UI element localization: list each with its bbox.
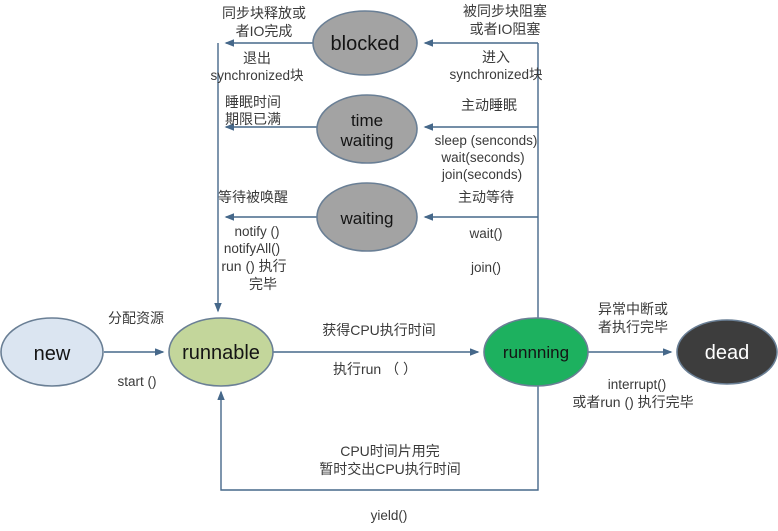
- state-dead-shape: [676, 319, 778, 385]
- state-running: runnning: [483, 317, 589, 387]
- label-sync-release-line2: 者IO完成: [236, 23, 293, 39]
- label-join-call: join(): [470, 260, 501, 275]
- label-active-sleep: 主动睡眠: [461, 97, 517, 113]
- state-blocked-shape: [312, 10, 418, 76]
- state-waiting: waiting: [316, 182, 418, 252]
- label-active-wait: 主动等待: [458, 189, 514, 205]
- state-runnable: runnable: [168, 317, 274, 387]
- state-waiting-label: waiting: [340, 209, 394, 228]
- label-enter-sync-line1: 进入: [482, 49, 510, 65]
- label-wait-seconds-call: wait(seconds): [440, 150, 524, 165]
- label-sleep-expired-line2: 期限已满: [225, 111, 281, 127]
- state-new: new: [0, 317, 104, 387]
- label-sync-release-line1: 同步块释放或: [222, 5, 306, 21]
- label-sleep-call: sleep (senconds): [435, 133, 538, 148]
- label-blocked-by-line2: 或者IO阻塞: [470, 21, 541, 37]
- label-blocked-by-line1: 被同步块阻塞: [463, 3, 547, 19]
- state-time-waiting-label-line1: time: [351, 111, 383, 130]
- state-runnable-shape: [168, 317, 274, 387]
- arrow-yield-loop: [217, 386, 539, 491]
- label-join-seconds-call: join(seconds): [441, 167, 522, 182]
- label-cpu-slice-line2: 暂时交出CPU执行时间: [319, 461, 461, 477]
- state-time-waiting-shape: [316, 94, 418, 164]
- label-cpu-slice-line1: CPU时间片用完: [340, 443, 440, 459]
- state-waiting-shape: [316, 182, 418, 252]
- label-run-done-line2: 完毕: [249, 276, 277, 292]
- label-allocate: 分配资源: [108, 310, 164, 326]
- state-running-label: runnning: [503, 343, 569, 362]
- label-start-call: start (): [118, 374, 157, 389]
- label-exit-sync-line2: synchronized块: [210, 68, 304, 83]
- state-new-label: new: [34, 343, 71, 365]
- label-abnormal-line2: 者执行完毕: [598, 319, 668, 335]
- label-wake-up: 等待被唤醒: [218, 189, 288, 205]
- label-enter-sync-line2: synchronized块: [449, 67, 543, 82]
- state-new-shape: [0, 317, 104, 387]
- state-runnable-label: runnable: [182, 342, 260, 364]
- label-or-run-done: 或者run () 执行完毕: [572, 394, 693, 410]
- state-blocked-label: blocked: [331, 33, 400, 55]
- label-run-done-line1: run () 执行: [221, 258, 286, 274]
- state-blocked: blocked: [312, 10, 418, 76]
- state-time-waiting: time waiting: [316, 94, 418, 164]
- state-running-shape: [483, 317, 589, 387]
- label-notifyall-call: notifyAll(): [224, 241, 280, 256]
- label-get-cpu: 获得CPU执行时间: [322, 322, 436, 338]
- label-yield-call: yield(): [371, 508, 408, 523]
- label-wait-call: wait(): [469, 226, 503, 241]
- state-time-waiting-label-line2: waiting: [340, 131, 394, 150]
- label-exit-sync-line1: 退出: [243, 50, 271, 66]
- label-exec-run: 执行run （ ）: [333, 361, 417, 377]
- label-interrupt-call: interrupt(): [608, 377, 667, 392]
- state-dead-label: dead: [705, 342, 750, 364]
- label-notify-call: notify (): [234, 224, 279, 239]
- label-sleep-expired-line1: 睡眠时间: [225, 94, 281, 110]
- label-abnormal-line1: 异常中断或: [598, 301, 668, 317]
- state-dead: dead: [676, 319, 778, 385]
